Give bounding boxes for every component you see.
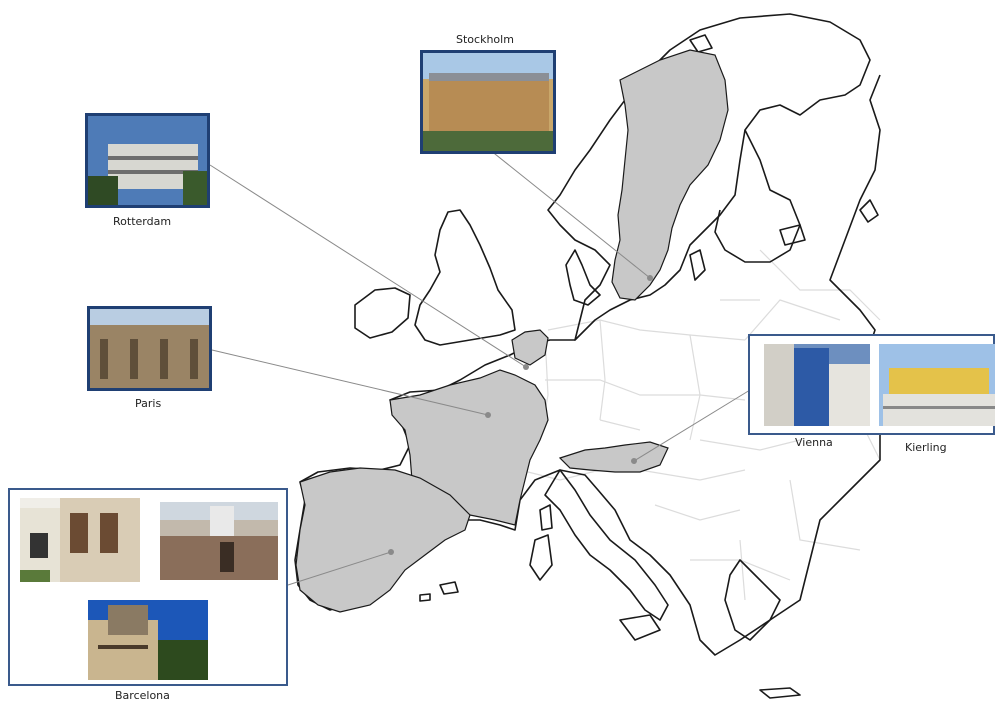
rotterdam-label: Rotterdam bbox=[113, 215, 172, 228]
sweden-region bbox=[611, 49, 729, 301]
pin-barcelona bbox=[388, 549, 394, 555]
highlighted-countries bbox=[295, 49, 729, 613]
barcelona-photo-1 bbox=[20, 498, 140, 582]
barcelona-box bbox=[8, 488, 288, 686]
pin-stockholm bbox=[647, 275, 653, 281]
vienna-kierling-box bbox=[748, 334, 995, 435]
stockholm-photo bbox=[420, 50, 556, 154]
kierling-photo bbox=[879, 344, 995, 426]
paris-photo bbox=[87, 306, 212, 391]
barcelona-photo-3 bbox=[88, 600, 208, 680]
stockholm-label: Stockholm bbox=[456, 33, 514, 46]
spain-region bbox=[295, 467, 471, 613]
barcelona-label: Barcelona bbox=[115, 689, 170, 702]
paris-label: Paris bbox=[135, 397, 162, 410]
map-pins bbox=[388, 275, 653, 555]
pin-rotterdam bbox=[523, 364, 529, 370]
austria-region bbox=[558, 441, 669, 473]
kierling-label: Kierling bbox=[905, 441, 947, 454]
leader-lines bbox=[209, 149, 751, 586]
vienna-photo bbox=[764, 344, 870, 426]
netherlands-region bbox=[511, 329, 549, 366]
pin-paris bbox=[485, 412, 491, 418]
vienna-label: Vienna bbox=[795, 436, 833, 449]
rotterdam-photo bbox=[85, 113, 210, 208]
pin-vienna bbox=[631, 458, 637, 464]
barcelona-photo-2 bbox=[160, 502, 278, 580]
